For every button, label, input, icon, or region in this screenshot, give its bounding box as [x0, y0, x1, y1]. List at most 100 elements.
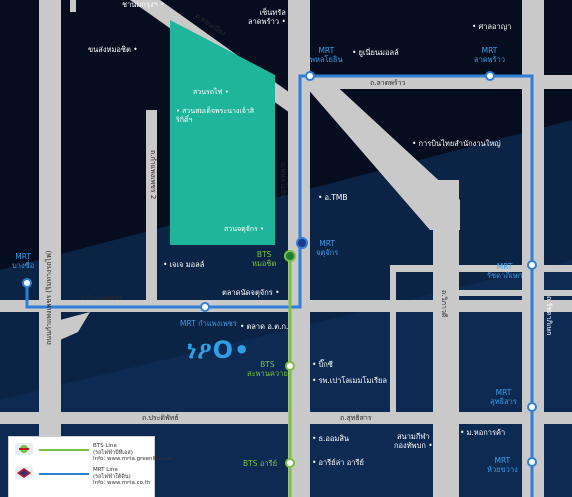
legend-mrt-info: Info: www.mrta.co.th [93, 480, 151, 486]
label-bts-saphan-khwai-name: สะพานควาย [247, 369, 288, 378]
label-road-kamphaeng-phet: ถ.กำแพงเพชร [80, 294, 123, 302]
legend-mrt-text: MRT Line (รถไฟฟ้าใต้ดิน) Info: www.mrta.… [93, 467, 150, 487]
mrt-kamphaeng-phet-marker[interactable] [200, 302, 210, 312]
label-place-sala-aya: ศาลอาญา [472, 22, 511, 31]
road-pradiphat [0, 412, 572, 424]
label-mrt-phahon-yothin-name: พหลโยธิน [310, 55, 343, 64]
label-mrt-bang-sue-line: MRT [15, 252, 31, 261]
label-place-thai-airways: การบินไทยสำนักงานใหญ่ [412, 139, 500, 148]
mrt-chatuchak-marker[interactable] [296, 237, 308, 249]
label-park-queen-sirikit: สวนสมเด็จพระนางเจ้าสิริกิติ์ฯ [176, 107, 258, 125]
road-kamphaeng-phet-rail [39, 0, 61, 497]
label-mrt-kamphaeng-phet: MRT กำแพงเพชร [180, 319, 237, 328]
label-place-central-lat-phrao-2: ลาดพร้าว [248, 17, 286, 26]
bts-stations [284, 250, 296, 468]
label-place-chanm: ชานมกรุงฯ [122, 0, 165, 9]
legend-bts-line-sample [39, 449, 89, 451]
label-bts-mo-chit-name: หมอชิต [252, 259, 277, 268]
label-place-big-c: บิ๊กซี [312, 360, 332, 369]
label-mrt-ratchadaphisek-name: รัชดาภิเษก [487, 271, 523, 280]
label-road-vibhavadi: ถ.วิภาวดี [440, 290, 448, 318]
label-mrt-bang-sue-name: บางซื่อ [12, 261, 35, 270]
legend-bts-sub: (รถไฟฟ้าบีทีเอส) [93, 449, 133, 456]
label-mrt-ratchadaphisek-line: MRT [496, 262, 513, 271]
mrt-lat-phrao-marker[interactable] [485, 71, 495, 81]
label-mrt-lat-phrao: MRT ลาดพร้าว [474, 46, 505, 64]
legend-bts-title: BTS Line [93, 443, 117, 449]
label-mrt-sutthisan-line: MRT [495, 388, 512, 397]
road-vibhavadi [433, 180, 459, 497]
label-mrt-sutthisan-name: สุทธิสาร [490, 397, 517, 406]
label-place-central-lat-phrao-1: เซ็นทรัล [259, 8, 286, 17]
label-road-lat-phrao: ถ.ลาดพร้าว [370, 79, 406, 87]
label-road-kamphaeng-phet-2: ถ.กำแพงเพชร 2 [149, 150, 157, 200]
label-mrt-lat-phrao-line: MRT [481, 46, 498, 55]
label-place-jj-mall: เจเจ มอลล์ [163, 260, 204, 269]
label-mrt-sutthisan: MRT สุทธิสาร [490, 388, 517, 406]
road-kamphaeng-phet-2 [146, 110, 157, 310]
label-place-tmb: อ.TMB [318, 193, 347, 202]
mrt-sutthisan-marker[interactable] [527, 402, 537, 412]
road-vibhavadi-diagonal [300, 80, 460, 230]
label-place-union-mall: ยูเนี่ยนมอลล์ [352, 48, 398, 57]
legend-bts-text: BTS Line (รถไฟฟ้าบีทีเอส) Info: www.mrta… [93, 443, 173, 463]
label-mrt-huai-khwang: MRT ห้วยขวาง [487, 456, 518, 474]
label-park-suan-rot-fai: สวนรถไฟ [193, 88, 229, 97]
label-mrt-huai-khwang-line: MRT [494, 456, 511, 465]
label-mrt-chatuchak-name: จตุจักร [316, 248, 339, 257]
brand-logo: ነዖO• [187, 336, 251, 364]
road-ramp [60, 312, 90, 340]
bts-saphan-khwai-marker[interactable] [285, 361, 295, 371]
legend-mrt-sub: (รถไฟฟ้าใต้ดิน) [93, 473, 131, 480]
mrt-logo-icon [15, 467, 33, 479]
label-road-phahonyothin: ถ.พหลโยธิน [279, 162, 287, 199]
label-place-central-lat-phrao: เซ็นทรัล ลาดพร้าว [248, 8, 286, 26]
bts-mo-chit-marker[interactable] [284, 250, 296, 262]
label-place-chatuchak-market: ตลาดนัดจตุจักร [222, 288, 280, 297]
road-lat-phrao [300, 75, 572, 89]
label-place-gsb: ธ.ออมสิน [312, 434, 349, 443]
legend-bts-info: Info: www.mrta.greenline.net [93, 456, 174, 462]
road-connector-2 [458, 290, 572, 296]
label-mrt-ratchadaphisek: MRT รัชดาภิเษก [487, 262, 522, 280]
bts-ari-marker[interactable] [285, 458, 295, 468]
label-place-mo-chit-bus: ขนส่งหมอชิต [88, 45, 138, 54]
label-place-paolo-hospital: รพ.เปาโลเมมโมเรียล [312, 376, 387, 385]
label-bts-saphan-khwai: BTS สะพานควาย [247, 360, 288, 378]
label-place-army-stadium-2: กองทัพบก [394, 441, 433, 450]
label-mrt-bang-sue: MRT บางซื่อ [12, 252, 34, 270]
label-bts-mo-chit: BTS หมอชิต [252, 250, 276, 268]
mrt-ratchadaphisek-marker[interactable] [527, 260, 537, 270]
road-connector-vert [390, 265, 396, 415]
mrt-huai-khwang-marker[interactable] [527, 457, 537, 467]
label-mrt-lat-phrao-name: ลาดพร้าว [474, 55, 506, 64]
mrt-stations [22, 71, 537, 467]
legend-mrt-line-sample [39, 473, 89, 475]
label-bts-ari: BTS อารีย์ [243, 459, 278, 468]
label-park-chatuchak: สวนจตุจักร [224, 225, 264, 234]
map-legend: BTS Line (รถไฟฟ้าบีทีเอส) Info: www.mrta… [8, 436, 173, 497]
label-mrt-chatuchak: MRT จตุจักร [316, 239, 338, 257]
label-mrt-chatuchak-line: MRT [319, 239, 335, 248]
mrt-bang-sue-marker[interactable] [22, 278, 32, 288]
label-road-pradiphat: ถ.ประดิพัทธ์ [142, 414, 179, 422]
road-connector [390, 265, 572, 272]
label-mrt-phahon-yothin-line: MRT [318, 46, 335, 55]
label-road-ratchadaphisek: ถ.รัชดาภิเษก [545, 296, 553, 336]
label-bts-saphan-khwai-line: BTS [260, 360, 275, 369]
label-place-army-stadium: สนามกีฬา กองทัพบก [394, 432, 433, 450]
label-place-or-tor-kor: ตลาด อ.ต.ก. [240, 322, 288, 331]
label-mrt-huai-khwang-name: ห้วยขวาง [487, 465, 518, 474]
legend-mrt-title: MRT Line [93, 467, 118, 473]
label-mrt-phahon-yothin: MRT พหลโยธิน [310, 46, 343, 64]
label-road-sutthisan: ถ.สุทธิสาร [340, 414, 372, 422]
mrt-phahon-yothin-marker[interactable] [305, 71, 315, 81]
label-place-army-stadium-1: สนามกีฬา [396, 432, 430, 441]
bts-logo-icon [15, 443, 33, 455]
road-stub [70, 0, 76, 12]
label-bts-mo-chit-line: BTS [256, 250, 272, 259]
label-road-kamphaeng-phet-rail: ถนนกำแพงเพชร (ริมทางรถไฟ) [45, 250, 53, 345]
